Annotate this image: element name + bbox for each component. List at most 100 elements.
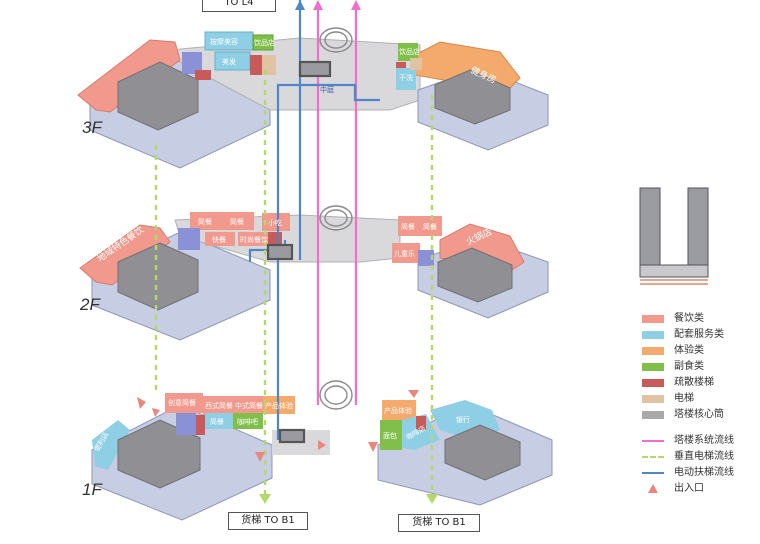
entrances [137, 390, 419, 462]
product-experience-right-block [382, 400, 416, 420]
light-meal-2-block [222, 212, 254, 230]
entrance-triangle-icon [648, 484, 658, 493]
floor-label-2f: 2F [80, 295, 100, 314]
coil-1f [319, 380, 353, 410]
label-light-meal-4: 简餐 [423, 222, 437, 231]
legend-item: 垂直电梯流线 [642, 450, 757, 464]
label-bank: 银行 [456, 415, 470, 424]
legend-label: 塔楼核心筒 [674, 409, 724, 420]
escalator-2f-steps [266, 243, 294, 261]
escalator-arrow [295, 0, 305, 10]
entrance-marker [368, 442, 378, 452]
entrance-marker [152, 408, 160, 417]
core-1f-right [444, 424, 521, 481]
legend-item: 出入口 [642, 482, 757, 496]
core-2f-left [117, 242, 199, 311]
core-2f-right [437, 247, 513, 303]
convenience-block [92, 420, 130, 470]
label-cafe: 咖啡吧 [237, 417, 258, 426]
kids-block [392, 243, 420, 263]
legend: 餐饮类配套服务类体验类副食类疏散楼梯电梯塔楼核心筒塔楼系统流线垂直电梯流线电动扶… [642, 312, 757, 498]
escalator-3f-loop [276, 83, 380, 105]
floor-1f-left [91, 393, 330, 521]
floor-2f-right [392, 216, 549, 319]
legend-label: 电动扶梯流线 [674, 467, 734, 478]
floor-2f-left [79, 212, 401, 341]
dessert-block [396, 68, 416, 90]
label-tea: 简餐 [210, 417, 224, 426]
freight-arrow-left [259, 494, 271, 504]
legend-label: 电梯 [674, 393, 694, 404]
fashion-food-block [238, 232, 268, 246]
label-western-light-meal: 西式简餐 [205, 401, 233, 410]
tower-thumbnail [639, 187, 709, 285]
business-dining-block [77, 39, 181, 113]
to-l4-caption: TO L4 [202, 0, 276, 12]
drink-shop-left-block [252, 34, 274, 51]
legend-swatch [642, 363, 664, 371]
escalator-3f-steps [298, 60, 332, 78]
label-fashion-food: 时尚餐饮 [240, 235, 268, 244]
escalator-lines [248, 0, 380, 444]
tea-block [205, 413, 233, 429]
core-1f-left [117, 419, 201, 489]
stairs-3f-a [250, 55, 262, 75]
entrance-marker [255, 452, 265, 462]
coil-2f [319, 205, 353, 231]
bread-block [380, 420, 402, 450]
tower-right-shaft [687, 187, 709, 271]
legend-line [642, 456, 664, 458]
legend-line [642, 472, 664, 474]
tower-base [639, 264, 709, 278]
label-product-experience-left: 产品体验 [265, 401, 293, 410]
core-3f-right [434, 69, 511, 125]
legend-item: 塔楼核心筒 [642, 408, 757, 422]
vertical-elevator-lines [154, 70, 434, 495]
tower-arrow-left [313, 0, 323, 10]
label-drink-shop-right: 饮品店 [399, 47, 420, 56]
legend-swatch [642, 379, 664, 387]
light-meal-1-block [190, 212, 222, 230]
tower-arrow-right [351, 0, 361, 10]
label-light-meal-3: 简餐 [401, 222, 415, 231]
legend-item: 疏散楼梯 [642, 376, 757, 390]
floor-1f-right [377, 400, 553, 506]
legend-label: 疏散楼梯 [674, 377, 714, 388]
legend-gap [642, 424, 757, 434]
light-meal-3-block [398, 216, 420, 236]
coil-3f [319, 27, 353, 53]
floor-3f-left [77, 31, 421, 169]
label-snack: 小吃 [268, 218, 282, 227]
legend-label: 垂直电梯流线 [674, 451, 734, 462]
label-hair: 美发 [222, 57, 236, 66]
label-light-meal-1: 简餐 [198, 217, 212, 226]
label-bread: 面包 [383, 431, 397, 440]
chinese-light-meal-block [233, 396, 263, 416]
legend-item: 配套服务类 [642, 328, 757, 342]
elevator-3f-b [410, 58, 422, 70]
legend-swatch [642, 411, 664, 419]
legend-swatch [642, 315, 664, 323]
label-light-meal-2: 简餐 [230, 217, 244, 226]
label-kids: 儿童乐 [394, 249, 415, 258]
label-void: 中庭 [320, 85, 334, 94]
western-light-meal-block [203, 396, 233, 416]
snack-block [262, 213, 290, 231]
legend-item: 体验类 [642, 344, 757, 358]
entrance-marker [408, 390, 419, 398]
label-beauty-salon: 按摩美容 [210, 37, 238, 46]
service-2f-a [178, 228, 200, 250]
drink-shop-right-block [398, 43, 418, 61]
legend-line [642, 440, 664, 442]
floor-label-1f: 1F [82, 480, 102, 499]
freight-arrow-right [426, 494, 438, 504]
regional-food-block [79, 224, 171, 286]
stairs-3f-b [195, 70, 211, 80]
label-drink-shop-left: 饮品店 [254, 38, 275, 47]
core-3f-left [117, 61, 199, 131]
legend-item: 塔楼系统流线 [642, 434, 757, 448]
tower-left-shaft [639, 187, 661, 271]
entrance-marker [318, 440, 326, 450]
legend-swatch [642, 331, 664, 339]
